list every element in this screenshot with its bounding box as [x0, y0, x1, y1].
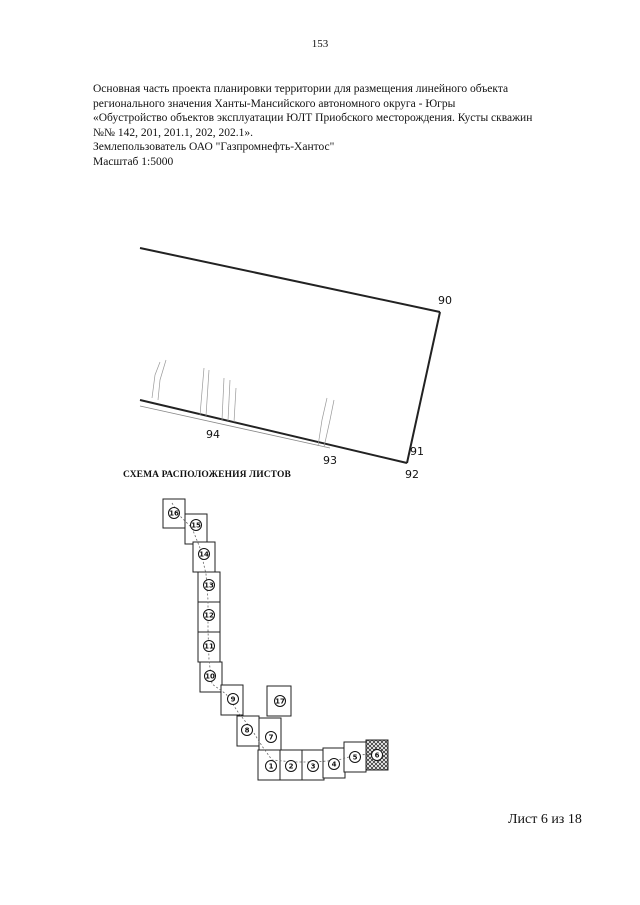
sheet-number: 10 — [205, 673, 215, 681]
sheet-number: 6 — [375, 752, 380, 760]
sheet-number: 1 — [269, 763, 274, 771]
sheet-marker — [328, 758, 340, 770]
point-label: 93 — [323, 454, 337, 467]
sheet-marker — [203, 579, 215, 591]
header-line: регионального значения Ханты-Мансийского… — [93, 97, 456, 110]
sheet-number: 12 — [204, 612, 214, 620]
sheet-number: 2 — [289, 763, 294, 771]
track-line — [323, 399, 335, 448]
point-label: 91 — [410, 445, 424, 458]
sheet-number: 3 — [311, 763, 316, 771]
sheet-number: 5 — [353, 754, 358, 762]
sheet-number: 14 — [199, 551, 209, 559]
sheet-number: 15 — [191, 522, 201, 530]
sheet-counter: Лист 6 из 18 — [508, 812, 582, 827]
track-line — [233, 387, 237, 423]
sheet-number: 13 — [204, 582, 214, 590]
sheet-marker — [203, 640, 215, 652]
point-label: 92 — [405, 468, 419, 481]
sheet-number: 7 — [269, 734, 274, 742]
sheet-marker — [371, 749, 383, 761]
boundary-line — [406, 311, 441, 464]
sheet-marker — [349, 751, 361, 763]
sheet-marker — [198, 548, 210, 560]
sheet-marker — [204, 670, 216, 682]
sheet-marker — [190, 519, 202, 531]
sheet-number: 17 — [275, 698, 285, 706]
sheet-marker — [227, 693, 239, 705]
point-label: 94 — [206, 428, 220, 441]
sheet-number: 16 — [169, 510, 179, 518]
sheet-marker — [307, 760, 319, 772]
sheet-marker — [241, 724, 253, 736]
document-header: Основная часть проекта планировки террит… — [93, 82, 563, 169]
boundary-line — [139, 399, 408, 464]
sheet-number: 8 — [245, 727, 250, 735]
track-line — [151, 361, 161, 399]
point-label: 90 — [438, 294, 452, 307]
schema-title: СХЕМА РАСПОЛОЖЕНИЯ ЛИСТОВ — [123, 470, 291, 480]
sheet-marker — [168, 507, 180, 519]
road-line — [139, 405, 331, 449]
track-line — [227, 379, 231, 422]
track-line — [205, 369, 210, 417]
sheet-marker — [265, 760, 277, 772]
sheet-number: 9 — [231, 696, 236, 704]
sheet-marker — [265, 731, 277, 743]
header-line: №№ 142, 201, 201.1, 202, 202.1». — [93, 126, 253, 139]
header-line: «Обустройство объектов эксплуатации ЮЛТ … — [93, 112, 533, 124]
header-line: Землепользователь ОАО "Газпромнефть-Хант… — [93, 141, 335, 153]
header-line: Основная часть проекта планировки террит… — [93, 83, 509, 95]
sheet-marker — [274, 695, 286, 707]
sheet-number: 11 — [204, 643, 214, 651]
track-line — [199, 367, 205, 416]
sheet-marker — [203, 609, 215, 621]
sheet-marker — [285, 760, 297, 772]
track-line — [157, 359, 167, 401]
track-line — [317, 397, 328, 447]
sheet-number: 4 — [332, 761, 337, 769]
track-line — [221, 377, 225, 421]
header-line: Масштаб 1:5000 — [93, 155, 174, 168]
page-number: 153 — [311, 38, 329, 50]
boundary-line — [139, 247, 441, 313]
